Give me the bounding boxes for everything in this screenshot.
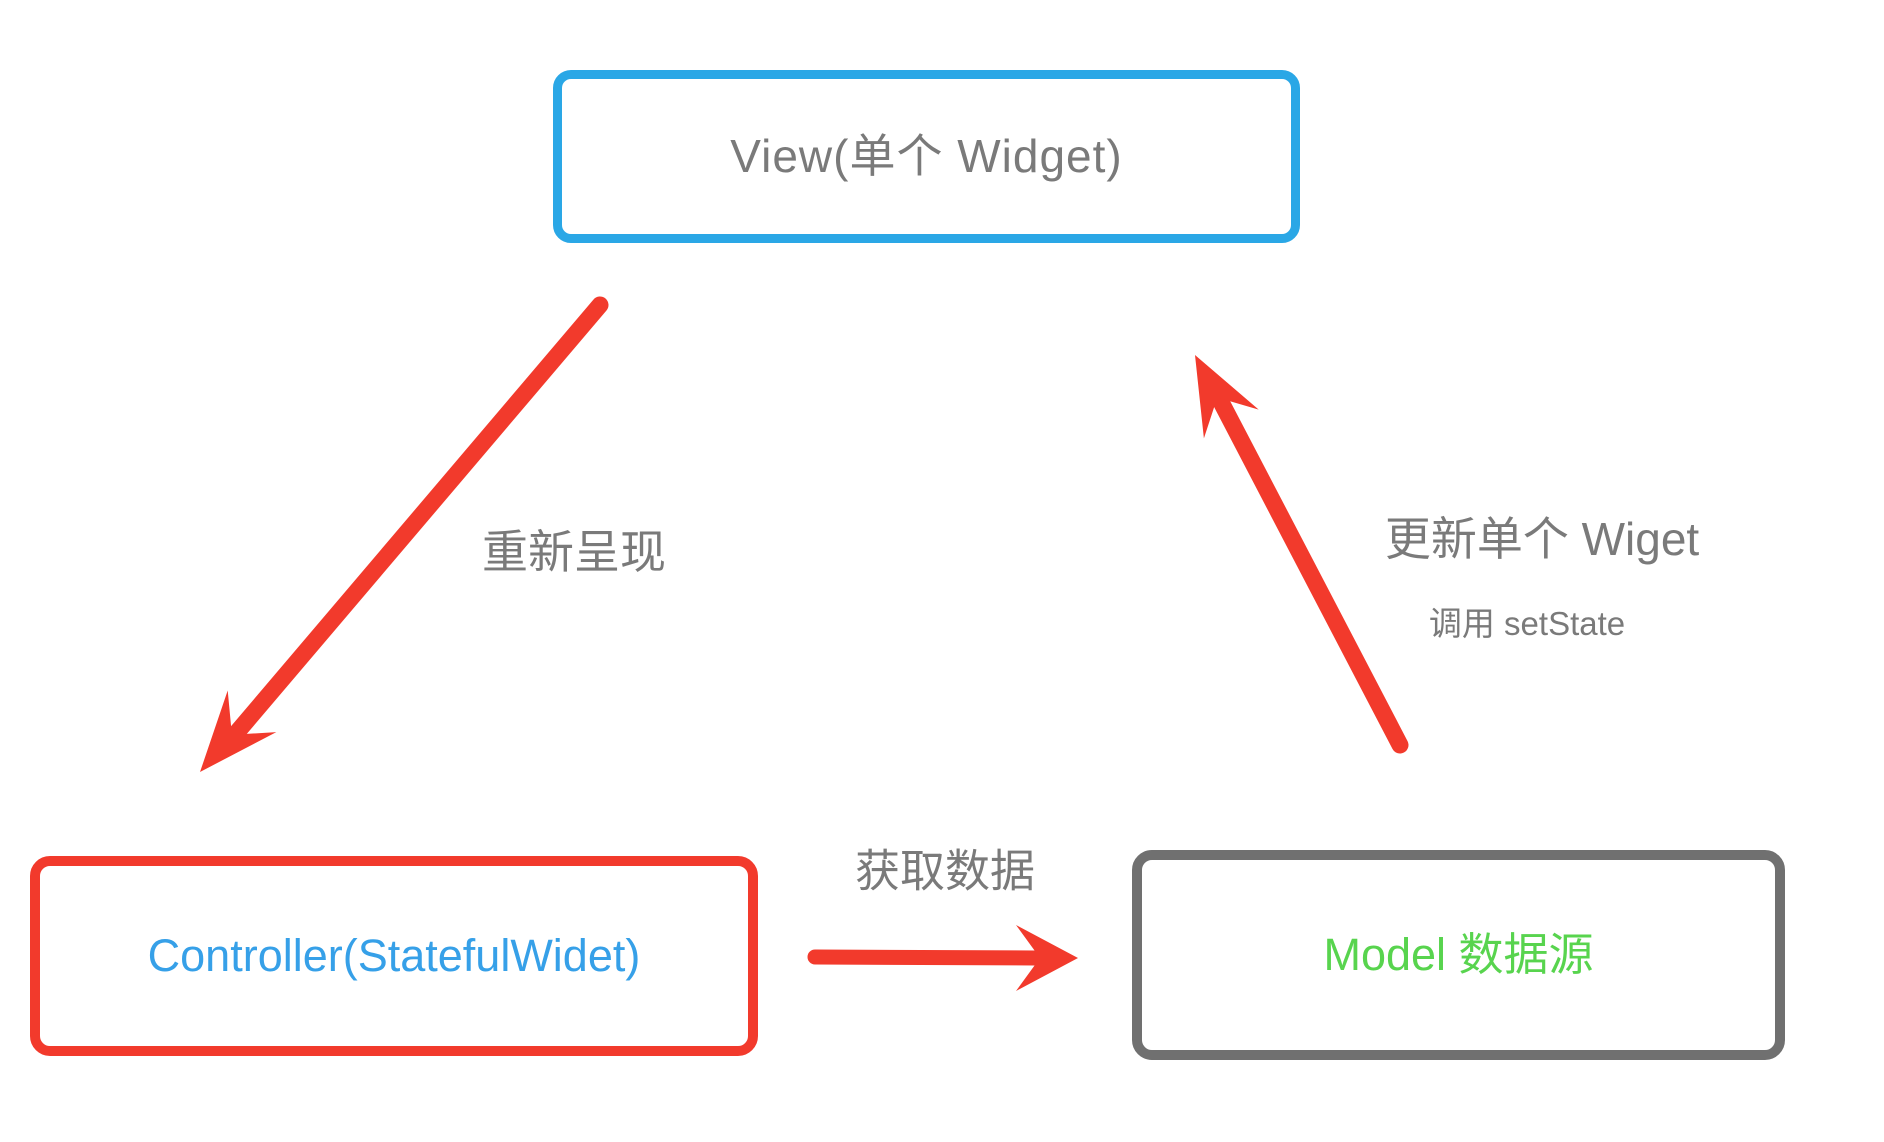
node-view-label: View(单个 Widget) <box>730 130 1123 183</box>
edge-label-update-widget: 更新单个 Wiget <box>1384 513 1700 565</box>
edge-label-call-setstate: 调用 setState <box>1428 605 1626 642</box>
node-model: Model 数据源 <box>1132 850 1785 1060</box>
node-controller: Controller(StatefulWidet) <box>30 856 758 1056</box>
arrow-model-to-view <box>1195 355 1409 754</box>
node-model-label: Model 数据源 <box>1323 929 1594 981</box>
edge-label-rerender: 重新呈现 <box>482 526 666 578</box>
edge-label-fetch-data: 获取数据 <box>854 845 1036 897</box>
arrow-controller-to-model <box>807 925 1078 991</box>
node-controller-label: Controller(StatefulWidet) <box>147 930 641 982</box>
node-view: View(单个 Widget) <box>553 70 1300 243</box>
